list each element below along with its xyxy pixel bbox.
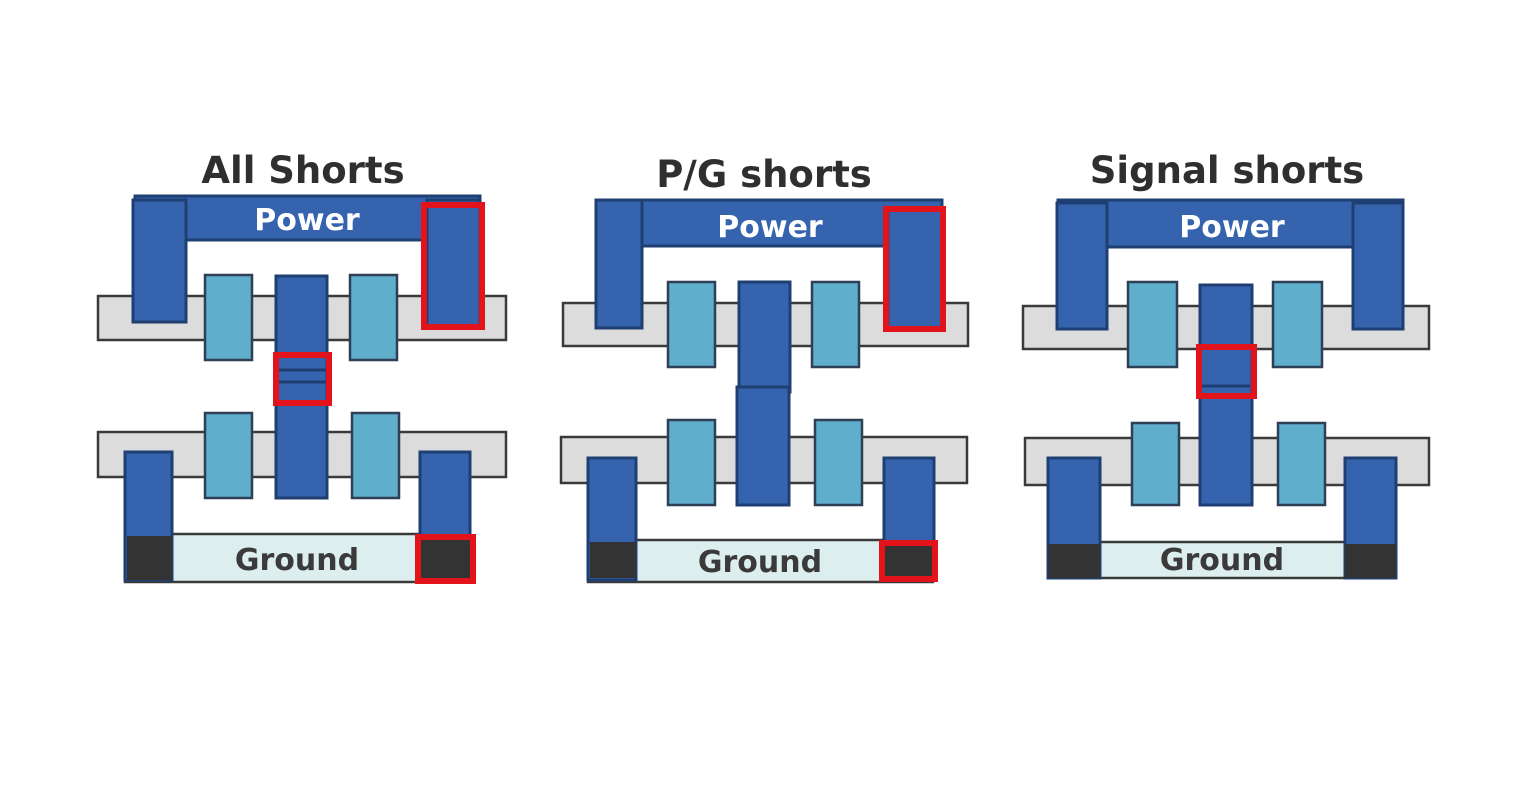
gate-bottom-left xyxy=(203,411,254,500)
gate-top-right xyxy=(1271,280,1324,369)
ground-rail xyxy=(586,538,935,584)
short-highlight-signal xyxy=(273,352,332,406)
ground-via-right xyxy=(1345,544,1396,578)
panel-title: Signal shorts xyxy=(1090,149,1364,192)
gate-top-left xyxy=(666,280,717,369)
ground-via-right xyxy=(420,536,470,580)
short-highlight-ground xyxy=(879,540,938,582)
power-drop-right xyxy=(425,198,482,328)
signal-line-top xyxy=(737,280,792,394)
gate-bottom-left xyxy=(666,418,717,507)
gate-top-right xyxy=(348,273,399,362)
short-highlight-power xyxy=(421,202,485,330)
signal-line xyxy=(274,274,329,500)
ground-label: Ground xyxy=(235,543,359,578)
short-highlight-ground xyxy=(415,534,476,584)
ground-label: Ground xyxy=(698,545,822,580)
power-label: Power xyxy=(717,210,823,245)
panel-pg-shorts: P/G shorts Ground Power xyxy=(559,153,970,584)
panel-title: All Shorts xyxy=(201,149,404,192)
ground-via-left xyxy=(590,542,636,578)
power-drop-left xyxy=(1055,201,1109,331)
power-label: Power xyxy=(254,203,360,238)
power-label: Power xyxy=(1179,210,1285,245)
signal-line-bottom xyxy=(735,385,791,507)
gate-top-left xyxy=(203,273,254,362)
ground-via-left xyxy=(1048,544,1100,578)
ground-via-left xyxy=(127,536,172,580)
gate-top-right xyxy=(810,280,861,369)
panel-title: P/G shorts xyxy=(656,153,872,196)
power-drop-left xyxy=(594,198,644,330)
ground-rail xyxy=(123,532,472,584)
gate-bottom-right xyxy=(350,411,401,500)
gate-bottom-left xyxy=(1130,421,1181,507)
short-highlight-power xyxy=(883,206,946,332)
ground-label: Ground xyxy=(1160,543,1284,578)
ground-via-right xyxy=(884,544,934,578)
gate-bottom-right xyxy=(1276,421,1327,507)
gate-bottom-right xyxy=(813,418,864,507)
panel-all-shorts: All Shorts Ground Power xyxy=(96,149,508,584)
gate-top-left xyxy=(1126,280,1179,369)
power-drop-right xyxy=(886,206,946,332)
power-drop-right xyxy=(1351,201,1405,331)
power-drop-left xyxy=(131,198,188,324)
short-highlight-signal xyxy=(1196,344,1257,399)
panel-signal-shorts: Signal shorts Ground Power xyxy=(1021,149,1431,580)
